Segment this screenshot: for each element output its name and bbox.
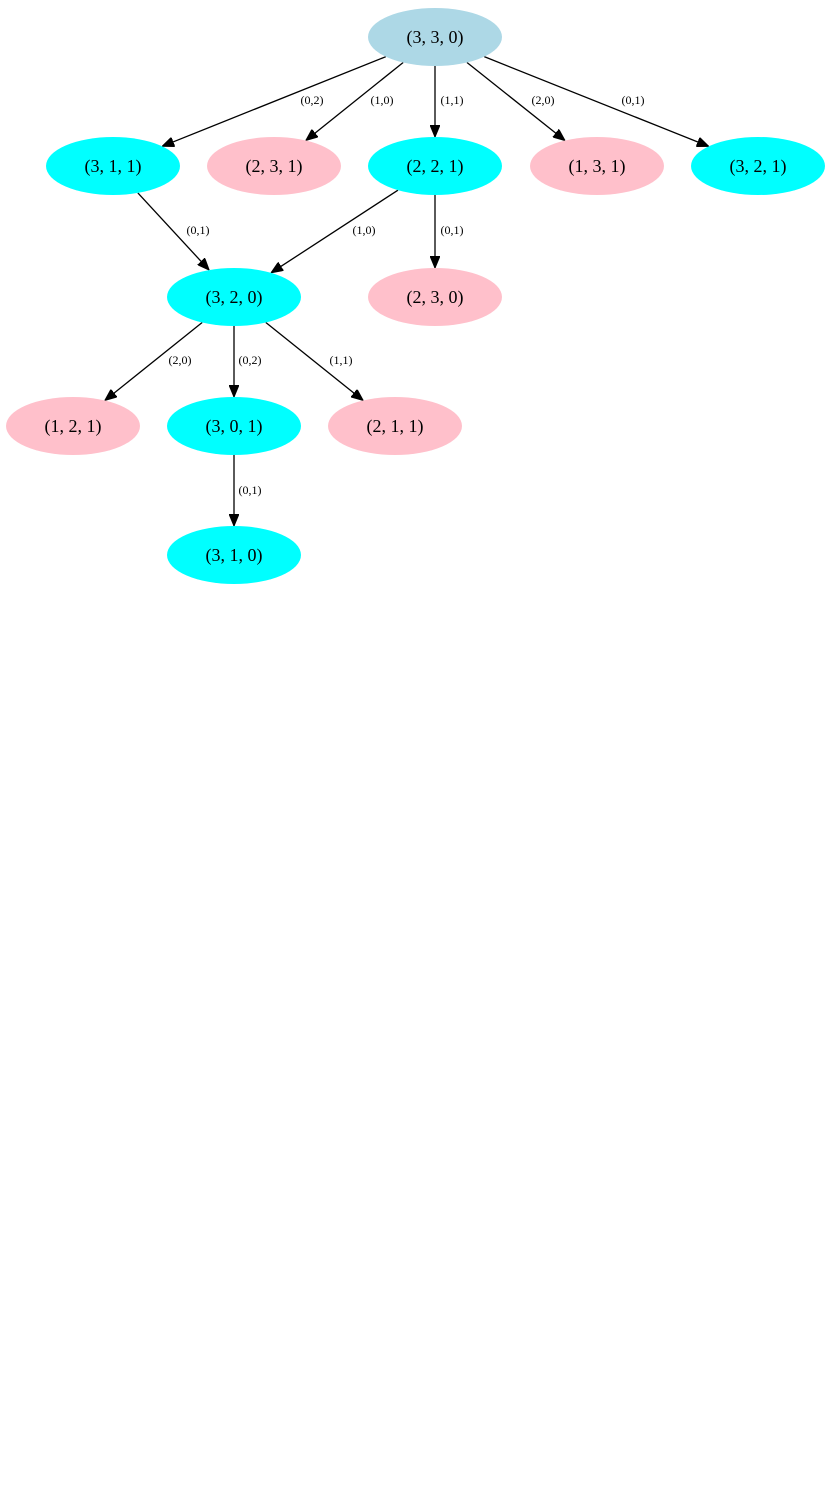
edge-n320-to-n211: (1,1) [265,322,363,401]
node-label: (3, 2, 1) [730,156,787,177]
node-n310: (3, 1, 0) [167,526,301,584]
node-n320: (3, 2, 0) [167,268,301,326]
edge-label: (1,0) [353,223,376,237]
edge-n221-to-n230: (0,1) [435,195,464,268]
node-ellipse [368,8,502,66]
node-n211: (2, 1, 1) [328,397,462,455]
node-ellipse [207,137,341,195]
edge-label: (1,0) [371,93,394,107]
node-ellipse [691,137,825,195]
edge-arrow [162,56,387,147]
node-label: (3, 0, 1) [206,416,263,437]
edge-arrow [105,322,203,401]
node-ellipse [46,137,180,195]
edge-n330-to-n311: (0,2) [162,56,387,147]
node-n221: (2, 2, 1) [368,137,502,195]
edge-n330-to-n131: (2,0) [466,61,565,140]
node-n330: (3, 3, 0) [368,8,502,66]
edge-label: (1,1) [441,93,464,107]
edge-label: (1,1) [330,353,353,367]
edge-label: (0,2) [301,93,324,107]
edge-arrow [466,61,565,140]
nodes-layer: (3, 3, 0) (3, 1, 1) (2, 3, 1) (2, 2, 1) (1, … [6,8,825,584]
node-n231: (2, 3, 1) [207,137,341,195]
node-n230: (2, 3, 0) [368,268,502,326]
edge-label: (0,1) [187,223,210,237]
node-ellipse [530,137,664,195]
node-ellipse [167,526,301,584]
node-n131: (1, 3, 1) [530,137,664,195]
edge-n330-to-n321: (0,1) [483,56,709,147]
node-ellipse [368,268,502,326]
edge-label: (0,1) [622,93,645,107]
node-ellipse [167,268,301,326]
edge-n330-to-n221: (1,1) [435,66,464,137]
node-label: (1, 3, 1) [569,156,626,177]
edge-n301-to-n310: (0,1) [234,455,262,526]
edge-n320-to-n301: (0,2) [234,326,262,397]
node-label: (2, 2, 1) [407,156,464,177]
edge-arrow [483,56,709,147]
node-label: (3, 2, 0) [206,287,263,308]
node-label: (2, 1, 1) [367,416,424,437]
node-ellipse [368,137,502,195]
node-ellipse [167,397,301,455]
edge-arrow [306,62,404,141]
edge-arrow [271,189,399,273]
edge-label: (0,2) [239,353,262,367]
node-label: (2, 3, 1) [246,156,303,177]
node-label: (2, 3, 0) [407,287,464,308]
edge-n320-to-n121: (2,0) [105,322,203,401]
node-n321: (3, 2, 1) [691,137,825,195]
edge-label: (2,0) [532,93,555,107]
edge-n330-to-n231: (1,0) [306,62,404,141]
edge-arrow [265,322,363,401]
node-n311: (3, 1, 1) [46,137,180,195]
edge-label: (2,0) [169,353,192,367]
edge-n221-to-n320: (1,0) [271,189,399,273]
node-n301: (3, 0, 1) [167,397,301,455]
edge-n311-to-n320: (0,1) [137,192,210,270]
node-ellipse [328,397,462,455]
node-ellipse [6,397,140,455]
node-label: (3, 3, 0) [407,27,464,48]
node-n121: (1, 2, 1) [6,397,140,455]
node-label: (3, 1, 1) [85,156,142,177]
node-label: (3, 1, 0) [206,545,263,566]
node-label: (1, 2, 1) [45,416,102,437]
edges-layer: (0,2) (1,0) (1,1) (2,0) (0,1) (0,1) (1,0) (0,1)… [105,56,709,526]
edge-arrow [137,192,209,270]
edge-label: (0,1) [441,223,464,237]
edge-label: (0,1) [239,483,262,497]
